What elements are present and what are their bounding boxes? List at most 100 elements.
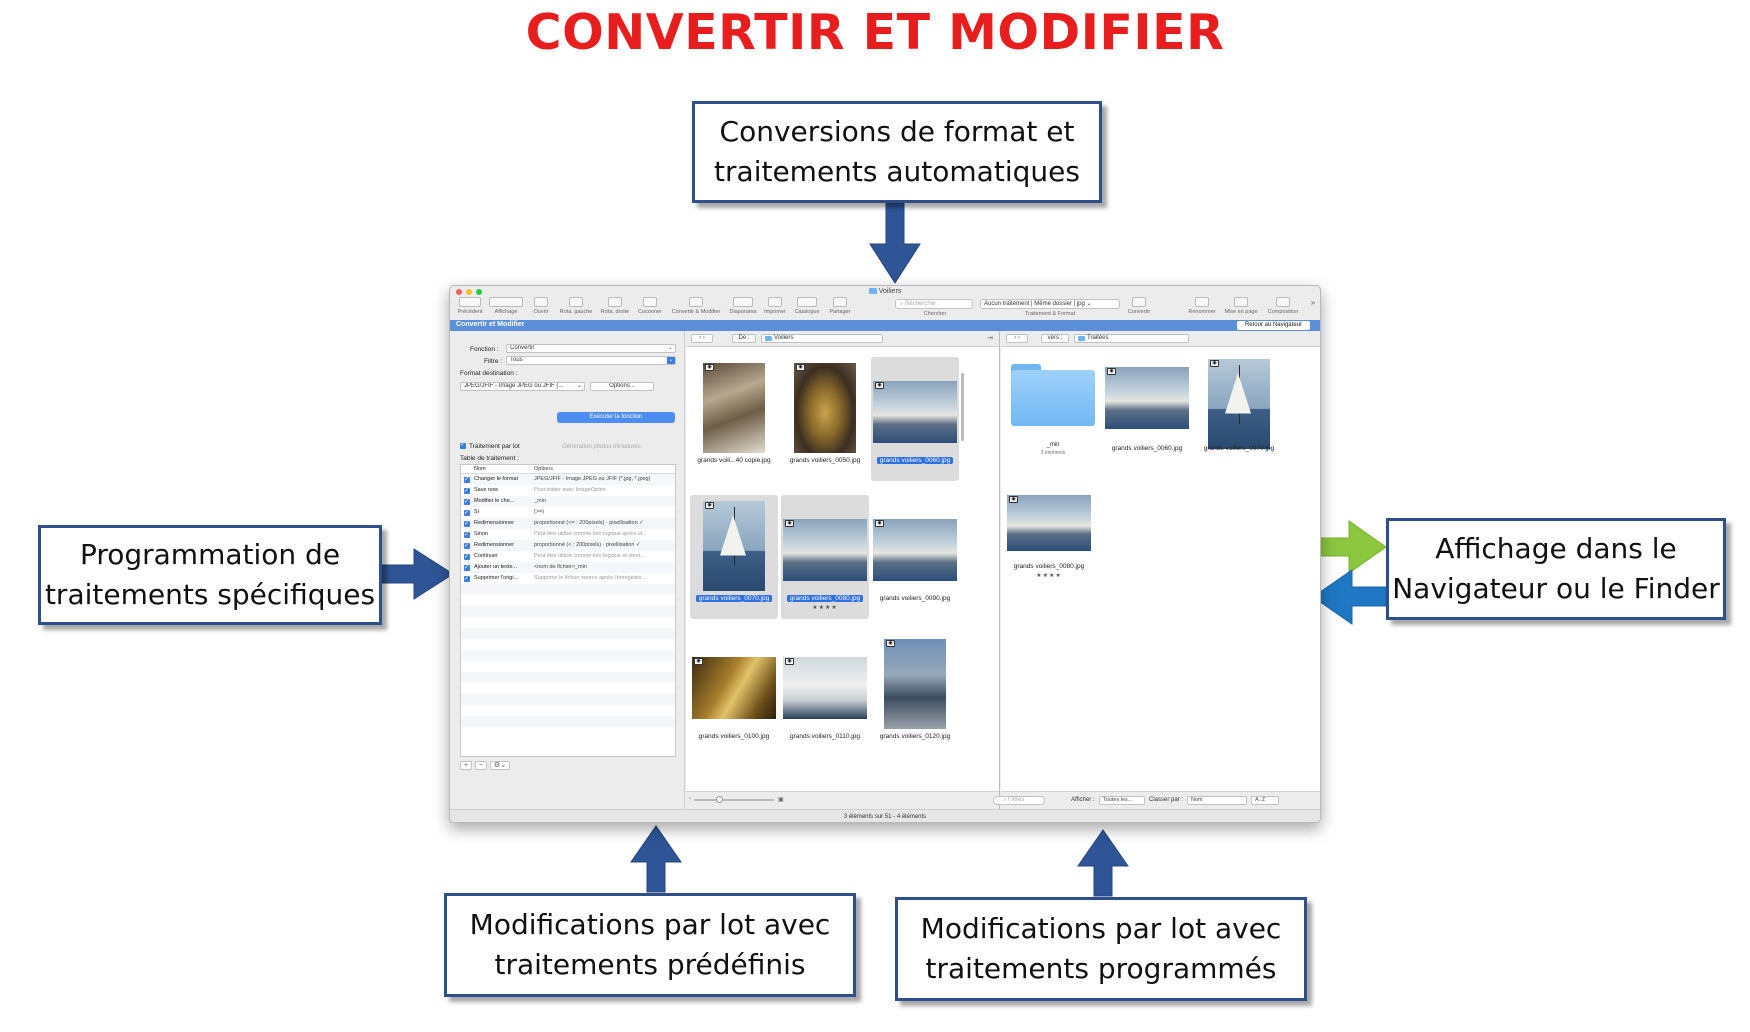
checkbox-icon[interactable] (464, 552, 470, 563)
nav-back-forward[interactable]: ‹ › (1006, 334, 1028, 343)
remove-step-button[interactable]: − (475, 761, 487, 770)
toolbar-back-forward[interactable]: Précédent (454, 297, 486, 315)
vers-label: vers : (1041, 334, 1069, 343)
toolbar-cocoon[interactable]: Cocooner (634, 297, 666, 315)
photo-thumbnail[interactable]: ◉grands voiliers_0080.jpg★★★★ (1005, 491, 1093, 591)
source-folder-select[interactable]: Voiliers (761, 334, 883, 343)
execute-function-button[interactable]: Exécuter la fonction (557, 412, 675, 423)
afficher-select[interactable]: Toutes les... (1099, 796, 1145, 805)
classer-label: Classer par : (1149, 797, 1184, 803)
camera-icon: ◉ (785, 520, 794, 527)
close-icon[interactable] (456, 289, 462, 295)
step-name: Si (474, 509, 479, 515)
expand-icon[interactable]: ⇥ (987, 335, 993, 342)
title-bar: Voiliers (450, 286, 1320, 296)
checkbox-icon[interactable] (464, 563, 470, 574)
nav-back-forward[interactable]: ‹ › (691, 334, 713, 343)
checkbox-icon[interactable] (464, 574, 470, 585)
toolbar-layout[interactable]: Mise en page (1220, 297, 1262, 315)
fonction-select[interactable]: Convertir⌄ (506, 344, 676, 353)
thumbnail-size-slider[interactable] (694, 796, 774, 803)
photo-thumbnail[interactable]: ◉grands voiliers_0060.jpg (871, 357, 959, 481)
scrollbar[interactable] (961, 373, 964, 441)
photo-thumbnail[interactable]: ◉grands voili...40 copie.jpg (690, 357, 778, 481)
step-options: Peut être utilisé comme lien logique et … (534, 553, 645, 559)
toolbar-overflow-icon[interactable]: » (1310, 298, 1316, 307)
empty-row (461, 639, 675, 650)
slider-knob[interactable] (716, 796, 723, 803)
column-options-header[interactable]: Options (534, 466, 553, 472)
empty-row (461, 727, 675, 738)
destination-path-bar: ‹ › vers : Traitées (1001, 331, 1320, 347)
column-name-header[interactable]: Nom (474, 466, 486, 472)
classer-select[interactable]: Nom (1187, 796, 1247, 805)
checkbox-icon[interactable] (464, 486, 470, 497)
batch-processing-toggle[interactable]: Traitement par lot (460, 441, 520, 450)
options-button[interactable]: Options... (590, 382, 654, 391)
checkbox-icon[interactable] (464, 475, 470, 486)
toolbar-composition[interactable]: Composition (1262, 297, 1304, 315)
table-row[interactable]: Si(>=) (461, 507, 675, 519)
destination-folder-select[interactable]: Traitées (1074, 334, 1189, 343)
search-placeholder: Rechercher (905, 301, 937, 307)
step-name: Modifier le che... (474, 498, 515, 504)
photo-thumbnail[interactable]: ◉grands voiliers_0110.jpg (781, 633, 869, 757)
checkbox-icon[interactable] (464, 519, 470, 530)
toolbar-rotate-left[interactable]: Rota. gauche (556, 297, 596, 315)
checkbox-icon[interactable] (464, 497, 470, 508)
toolbar-view-mode[interactable]: Affichage (486, 297, 526, 315)
sail-shape (720, 515, 746, 556)
toolbar-catalog[interactable]: Catalogue (790, 297, 824, 315)
traitement-select[interactable]: Aucun traitement | Même dossier | jpg ⌄ (980, 299, 1120, 309)
photo-thumbnail[interactable]: ◉grands voiliers_0120.jpg (871, 633, 959, 757)
small-thumbs-icon[interactable]: ▫ (689, 796, 692, 802)
folder-icon[interactable] (1011, 364, 1095, 426)
table-row[interactable]: Supprimer l'origi...Supprime le fichier … (461, 573, 675, 585)
toolbar-convert-modify[interactable]: Convertir & Modifier (666, 297, 726, 315)
table-row[interactable]: Modifier le che..._min (461, 496, 675, 508)
order-select[interactable]: A..Z (1251, 796, 1279, 805)
back-forward-icon (459, 297, 481, 307)
checkbox-icon[interactable] (464, 508, 470, 519)
checkbox-icon[interactable] (464, 530, 470, 541)
toolbar-share[interactable]: Partager (824, 297, 856, 315)
toolbar-print[interactable]: Imprimer (760, 297, 790, 315)
add-step-button[interactable]: + (460, 761, 472, 770)
photo-thumbnail[interactable]: ◉grands voiliers_0060.jpg (1103, 357, 1191, 457)
large-thumbs-icon[interactable]: ▣ (778, 797, 784, 803)
photo-thumbnail[interactable]: ◉grands voiliers_0080.jpg★★★★ (781, 495, 869, 619)
back-to-navigator-button[interactable]: Retour au Navigateur (1236, 321, 1310, 330)
photo-thumbnail[interactable]: ◉grands voiliers_0050.jpg (781, 357, 869, 481)
section-bar: Convertir et Modifier Retour au Navigate… (450, 320, 1320, 331)
arrow-right-left (381, 548, 454, 600)
source-path-bar: ‹ › De : Voiliers ⇥ (686, 331, 999, 347)
format-destination-select[interactable]: JPEG/JFIF - Image JPEG ou JFIF (...⌄ (460, 382, 585, 391)
photo-thumbnail[interactable]: ◉grands voiliers_0090.jpg (871, 495, 959, 619)
toolbar-rename[interactable]: Renommer (1184, 297, 1220, 315)
toolbar-open[interactable]: Ouvrir (528, 297, 554, 315)
zoom-icon[interactable] (476, 289, 482, 295)
search-input[interactable]: ⌕ Rechercher (895, 299, 973, 309)
folder-icon (868, 288, 877, 294)
photo-thumbnail[interactable]: ◉grands voiliers_0100.jpg (690, 633, 778, 757)
photo-thumbnail[interactable]: ◉grands voiliers_0070.jpg (1195, 357, 1283, 457)
gear-icon[interactable]: ⚙⌄ (490, 761, 510, 770)
photo-thumbnail[interactable]: ◉grands voiliers_0070.jpg (690, 495, 778, 619)
filtre-select[interactable]: Tous⌄ (506, 356, 676, 365)
photo-image (873, 519, 957, 581)
minimize-icon[interactable] (466, 289, 472, 295)
filter-input[interactable]: ⌕ Filtres (993, 796, 1045, 805)
table-row[interactable]: Ajouter un texte...<nom de fichier>_min (461, 562, 675, 574)
checkbox-icon[interactable] (464, 541, 470, 552)
toolbar-slideshow[interactable]: Diaporama (726, 297, 760, 315)
batch-label: Traitement par lot (469, 443, 520, 450)
camera-icon: ◉ (796, 364, 805, 371)
toolbar-rotate-right[interactable]: Rota. droite (596, 297, 634, 315)
toolbar-convert-run[interactable]: Convertir (1120, 297, 1158, 315)
